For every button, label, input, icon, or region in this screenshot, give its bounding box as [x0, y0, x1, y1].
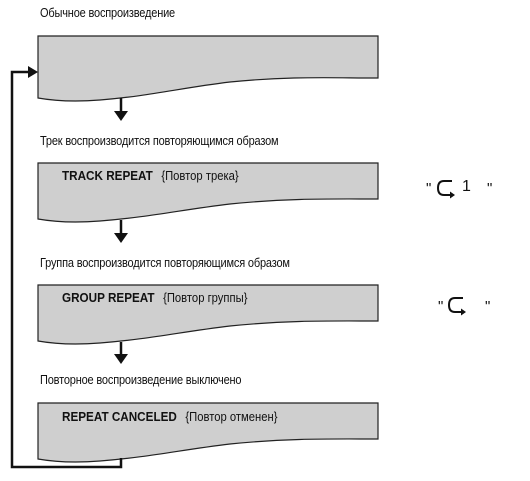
repeat-group-indicator-icon: " "	[438, 297, 490, 316]
svg-text:": "	[485, 298, 490, 315]
loop-back-arrow-icon	[28, 66, 38, 78]
display-main-label: REPEAT CANCELED	[62, 409, 177, 424]
loop-back-line	[10, 70, 123, 469]
display-panel-track-repeat	[37, 162, 379, 223]
display-text-repeat-canceled: REPEAT CANCELED {Повтор отменен}	[62, 409, 277, 424]
svg-text:": "	[426, 180, 431, 197]
down-arrow-icon	[114, 98, 128, 121]
step-4-caption: Повторное воспроизведение выключено	[40, 373, 242, 387]
svg-text:": "	[438, 298, 443, 315]
repeat-one-indicator-icon: " "	[426, 180, 492, 199]
repeat-one-digit: 1	[462, 178, 471, 195]
step-3-caption: Группа воспроизводится повторяющимся обр…	[40, 256, 290, 270]
display-main-label: TRACK REPEAT	[62, 168, 153, 183]
display-sub-label: {Повтор трека}	[161, 169, 239, 183]
down-arrow-icon	[114, 342, 128, 364]
display-panel-repeat-canceled	[37, 402, 379, 463]
display-panel-normal	[37, 35, 379, 102]
repeat-one-number: "	[487, 180, 492, 197]
display-panel-group-repeat	[37, 284, 379, 345]
step-1-caption: Обычное воспроизведение	[40, 6, 176, 20]
down-arrow-icon	[114, 220, 128, 243]
display-sub-label: {Повтор группы}	[163, 291, 248, 305]
display-text-group-repeat: GROUP REPEAT {Повтор группы}	[62, 290, 247, 305]
display-text-track-repeat: TRACK REPEAT {Повтор трека}	[62, 168, 239, 183]
display-sub-label: {Повтор отменен}	[185, 410, 278, 424]
step-2-caption: Трек воспроизводится повторяющимся образ…	[40, 134, 279, 148]
display-main-label: GROUP REPEAT	[62, 290, 155, 305]
